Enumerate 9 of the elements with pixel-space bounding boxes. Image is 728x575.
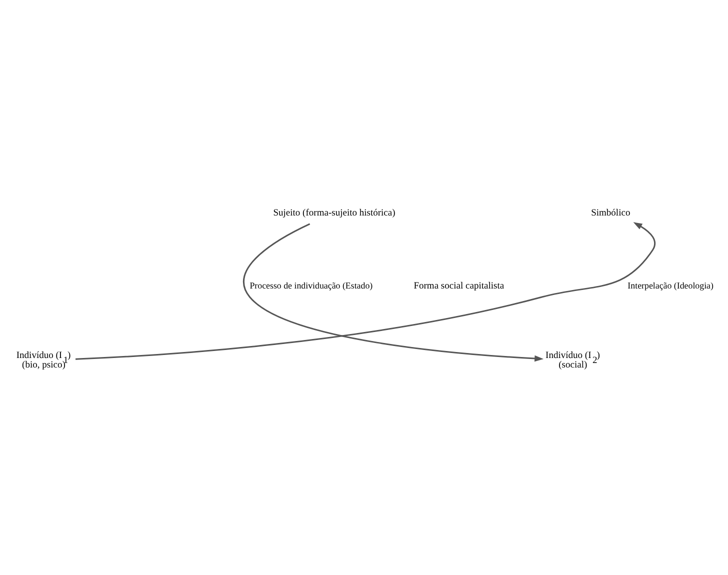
arrow — [243, 223, 544, 362]
arrow — [76, 222, 656, 360]
edge-label: Processo de individuação (Estado) — [250, 280, 373, 290]
node-text: Sujeito (forma-sujeito histórica) — [273, 208, 396, 218]
label: Forma social capitalista — [414, 282, 504, 292]
node-label: (bio, psico) — [22, 360, 66, 371]
node-label: (social) — [558, 360, 588, 371]
node-text: Simbólico — [591, 208, 630, 218]
edge-label: Interpelação (Ideologia) — [628, 280, 714, 290]
